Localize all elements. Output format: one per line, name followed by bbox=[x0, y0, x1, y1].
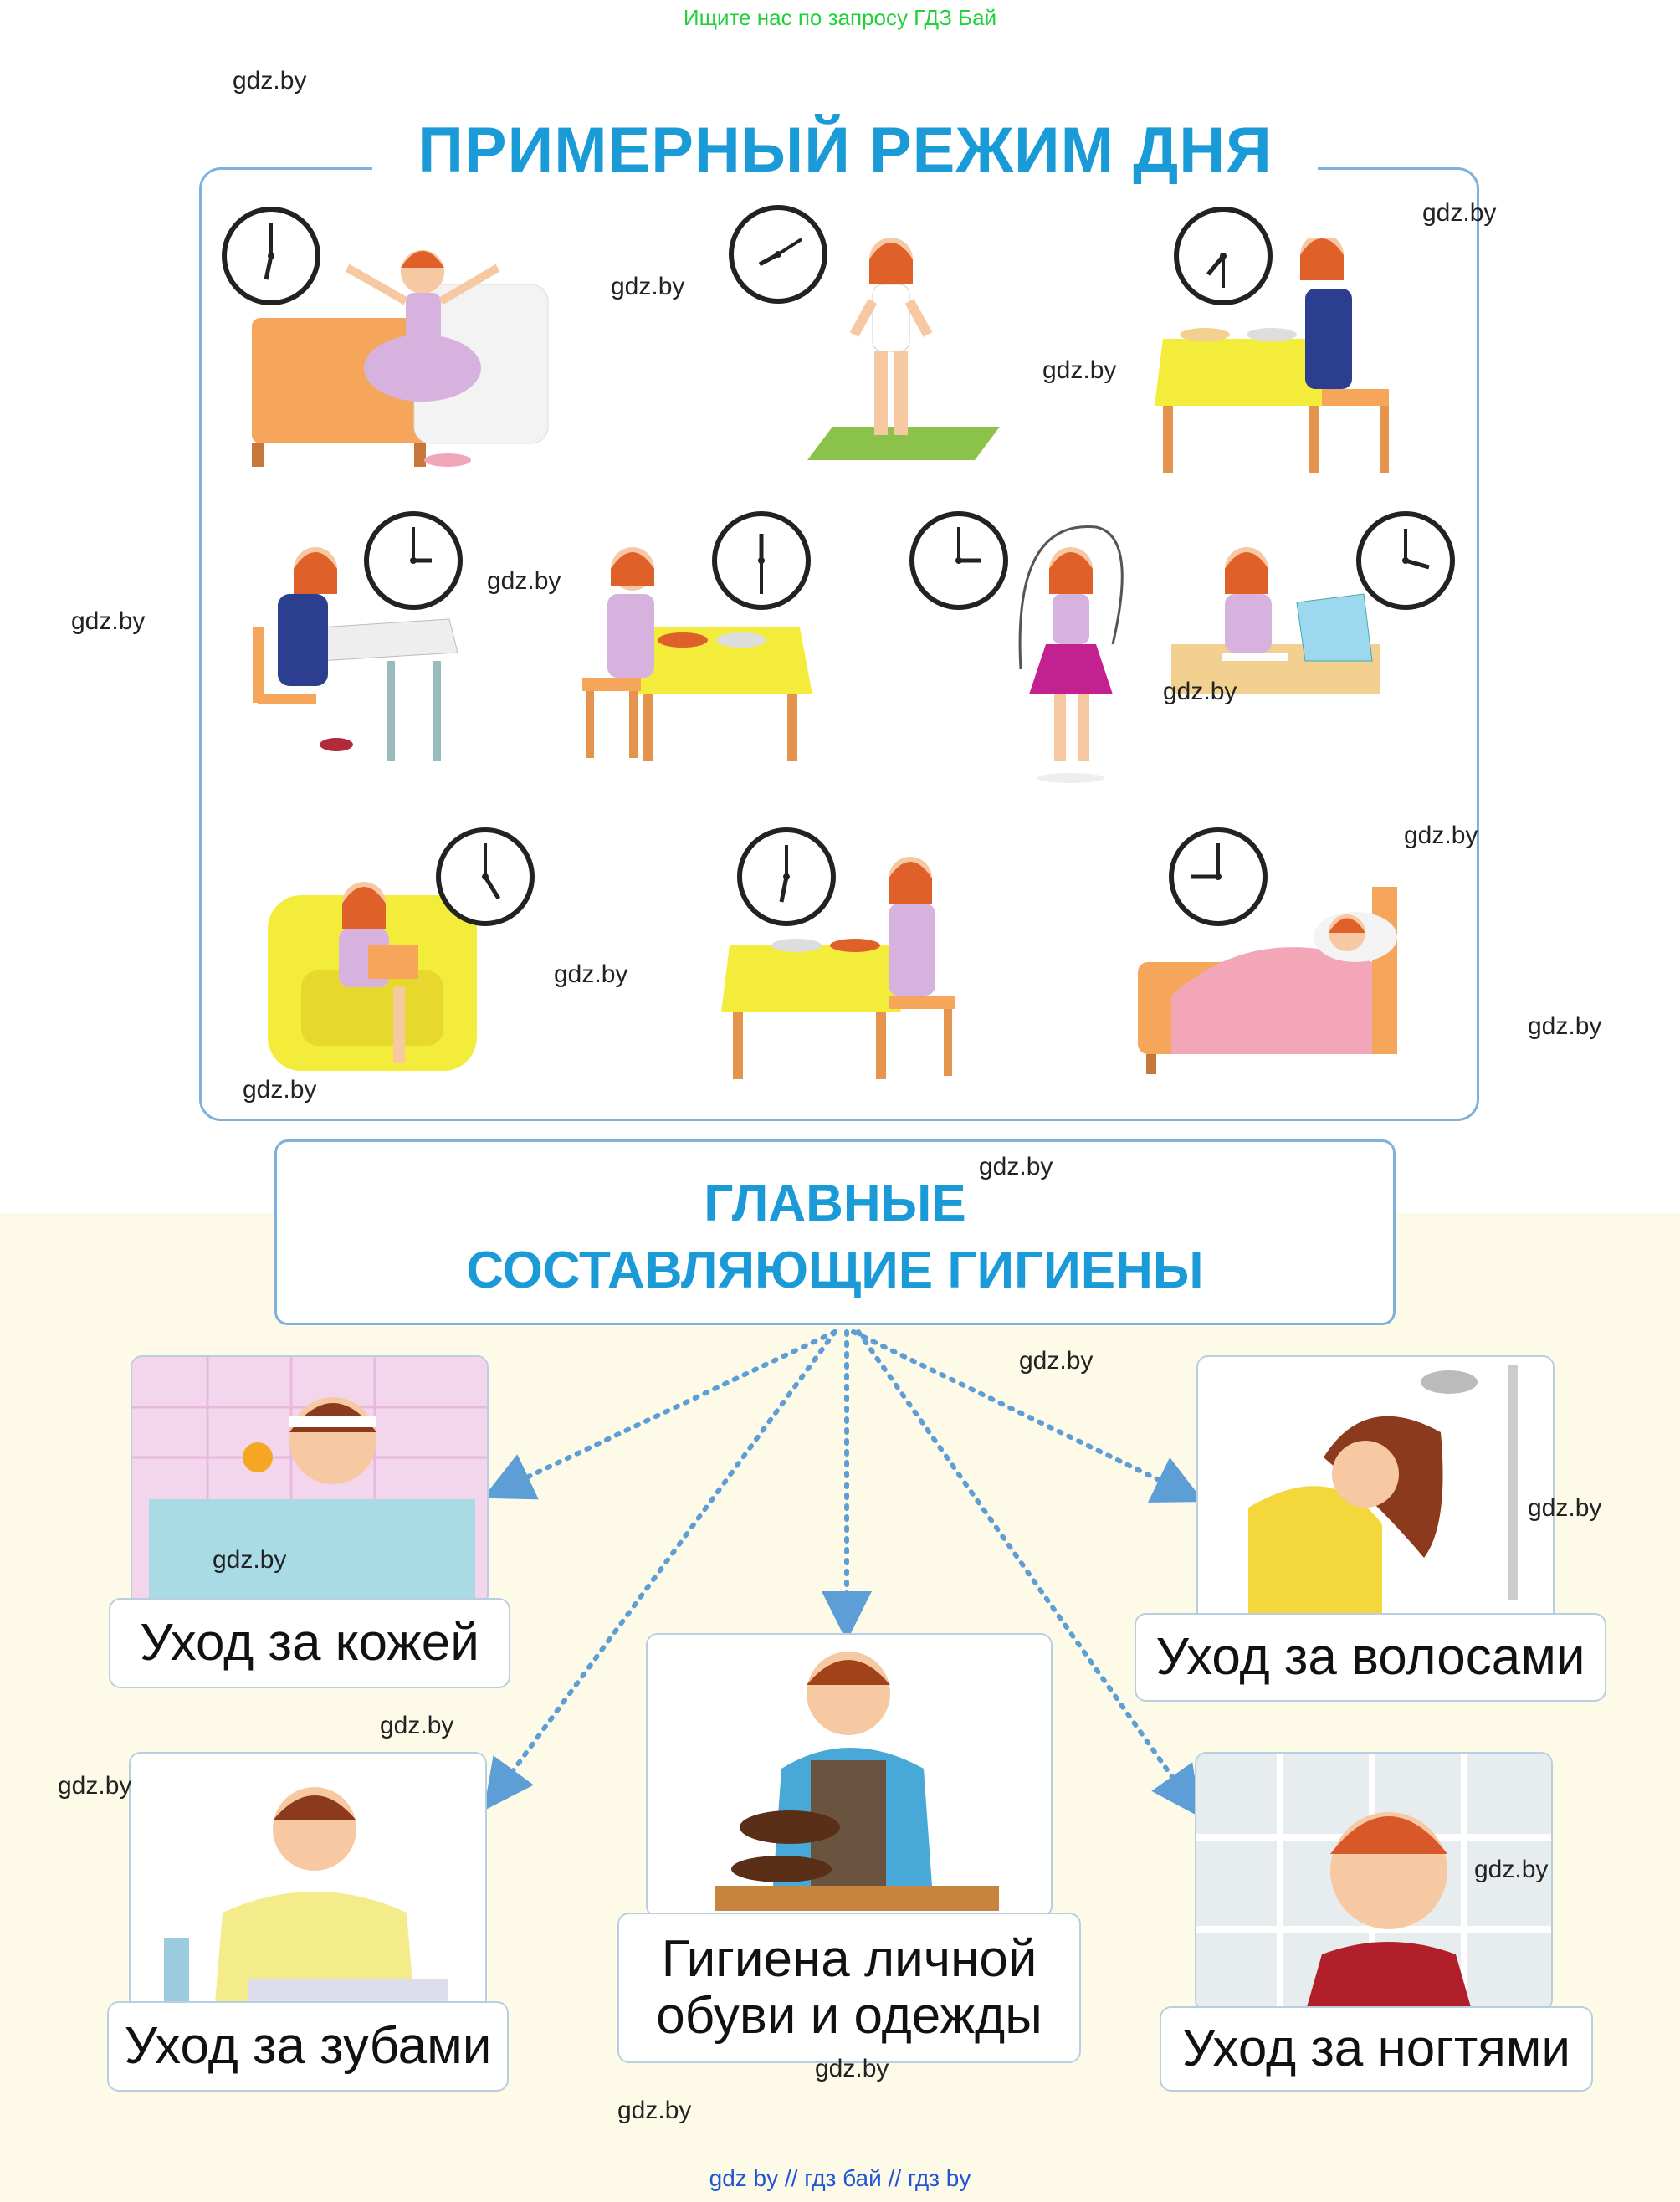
scene-wake-up bbox=[247, 234, 565, 477]
scene-exercise bbox=[774, 226, 1017, 477]
watermark: gdz.by bbox=[1474, 1856, 1549, 1883]
watermark: gdz.by bbox=[1163, 678, 1237, 705]
nails-card-image bbox=[1195, 1752, 1553, 2011]
shoes-clothes-label-line1: Гигиена личной bbox=[661, 1929, 1037, 1988]
clock-icon bbox=[726, 202, 830, 306]
clock-icon bbox=[907, 509, 1011, 612]
clock-icon bbox=[1171, 204, 1275, 308]
clock-icon bbox=[219, 204, 323, 308]
scene-sleep bbox=[1138, 887, 1431, 1079]
skin-care-label: Уход за кожей bbox=[109, 1598, 510, 1688]
hygiene-title-box: ГЛАВНЫЕ СОСТАВЛЯЮЩИЕ ГИГИЕНЫ bbox=[274, 1139, 1396, 1325]
clock-icon bbox=[433, 825, 537, 929]
clock-icon bbox=[1166, 825, 1270, 929]
watermark: gdz.by bbox=[243, 1076, 317, 1104]
scene-dinner bbox=[721, 853, 964, 1088]
shoes-clothes-label-line2: обуви и одежды bbox=[656, 1987, 1042, 2045]
watermark: gdz.by bbox=[1042, 356, 1117, 384]
scene-lunch bbox=[582, 535, 817, 770]
watermark: gdz.by bbox=[1019, 1347, 1094, 1375]
watermark: gdz.by bbox=[213, 1546, 287, 1574]
watermark: gdz.by bbox=[979, 1153, 1053, 1180]
watermark: gdz.by bbox=[1422, 199, 1497, 227]
watermark: gdz.by bbox=[233, 67, 307, 95]
clock-icon bbox=[709, 509, 813, 612]
scene-school bbox=[253, 535, 462, 770]
scene-reading bbox=[268, 862, 485, 1088]
clock-icon bbox=[1354, 509, 1457, 612]
watermark: gdz.by bbox=[58, 1772, 132, 1800]
watermark: gdz.by bbox=[1528, 1012, 1602, 1040]
hygiene-title-line1: ГЛАВНЫЕ bbox=[704, 1175, 966, 1232]
teeth-card-image bbox=[129, 1752, 487, 2011]
watermark: gdz.by bbox=[1404, 822, 1478, 849]
clock-icon bbox=[361, 509, 465, 612]
watermark: gdz.by bbox=[617, 2097, 692, 2124]
shoes-card-image bbox=[646, 1633, 1053, 1918]
watermark: gdz.by bbox=[380, 1712, 454, 1739]
skin-card-image bbox=[131, 1355, 489, 1606]
schedule-title: ПРИМЕРНЫЙ РЕЖИМ ДНЯ bbox=[417, 115, 1273, 186]
clock-icon bbox=[735, 825, 838, 929]
watermark: gdz.by bbox=[487, 567, 561, 595]
watermark: gdz.by bbox=[1528, 1494, 1602, 1522]
hygiene-title-line2: СОСТАВЛЯЮЩИЕ ГИГИЕНЫ bbox=[466, 1242, 1204, 1299]
watermark: gdz.by bbox=[815, 2055, 889, 2082]
scene-breakfast bbox=[1155, 238, 1406, 489]
teeth-care-label: Уход за зубами bbox=[107, 2001, 509, 2092]
shoes-clothes-label: Гигиена личной обуви и одежды bbox=[617, 1913, 1081, 2063]
watermark: gdz.by bbox=[554, 960, 628, 988]
hair-care-label: Уход за волосами bbox=[1135, 1613, 1606, 1702]
watermark: gdz.by bbox=[611, 273, 685, 300]
watermark: gdz.by bbox=[71, 607, 146, 635]
footer-links[interactable]: gdz by // гдз бай // гдз by bbox=[709, 2165, 971, 2191]
hair-card-image bbox=[1196, 1355, 1555, 1623]
scene-jump-rope bbox=[996, 519, 1146, 786]
top-banner[interactable]: Ищите нас по запросу ГДЗ Бай bbox=[683, 5, 997, 30]
nails-care-label: Уход за ногтями bbox=[1160, 2006, 1593, 2092]
scene-homework bbox=[1171, 535, 1380, 703]
